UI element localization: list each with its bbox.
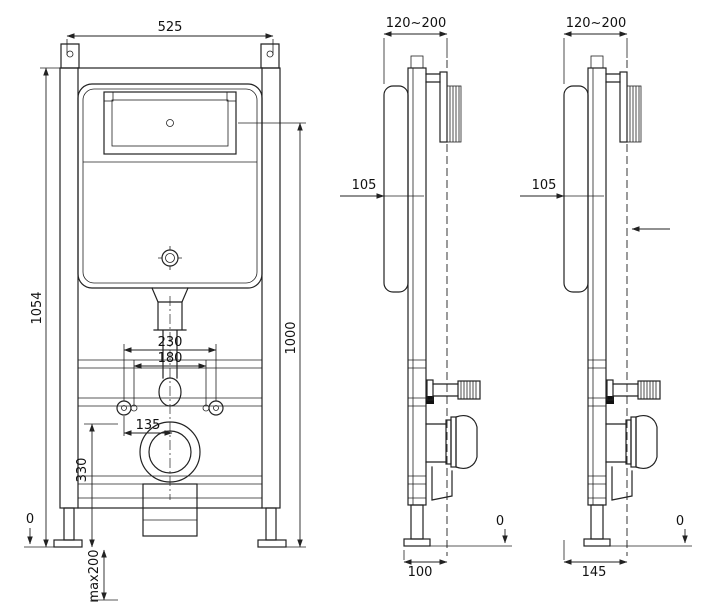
right-fixing-bolt: [208, 400, 224, 416]
front-135-dimension: 135: [136, 418, 161, 433]
water-inlet-pipe-right: [612, 383, 639, 397]
flush-valve: [161, 249, 179, 267]
pipe-connector: [158, 377, 182, 407]
front-outlet-height-dimension: 330: [75, 458, 90, 483]
waste-socket-bell-right: [635, 415, 658, 469]
right-leg: [265, 507, 277, 541]
waste-down-pipe: [431, 466, 453, 501]
flush-button: [166, 119, 174, 127]
front-total-height-dimension: 1054: [30, 291, 45, 324]
side-right-105-dimension: 105: [532, 178, 557, 193]
front-width-dimension: 525: [158, 20, 183, 35]
side-left-bottom-dimension: 100: [408, 565, 433, 580]
wall-bracket: [439, 71, 448, 143]
wall-bracket-right: [619, 71, 628, 143]
left-foot-plate: [53, 539, 83, 548]
side-left-dimensions: 120~200 105 100 0: [340, 16, 508, 580]
front-dimensions: 525 1054 1000 230 180 135 330 0 max200: [24, 20, 306, 603]
waste-outlet: [139, 421, 201, 483]
side-left-foot-plate: [403, 538, 431, 547]
drain-box: [142, 483, 198, 537]
mounting-tabs: [60, 43, 280, 69]
flush-down-pipe: [153, 301, 187, 379]
front-inner-span-dimension: 180: [158, 351, 183, 366]
front-plate-height-dimension: 1000: [284, 321, 299, 354]
water-inlet-pipe: [432, 383, 459, 397]
side-right-frame: [563, 55, 692, 556]
side-view-right: 120~200 105 145 0: [520, 16, 692, 580]
side-right-wall-distance-dimension: 120~200: [566, 16, 627, 31]
side-left-105-dimension: 105: [352, 178, 377, 193]
side-right-leg: [590, 504, 604, 540]
side-right-floor-zero-label: 0: [676, 514, 684, 529]
front-outer-span-dimension: 230: [158, 335, 183, 350]
side-left-pipes: [425, 379, 481, 501]
side-left-leg: [410, 504, 424, 540]
right-foot-plate: [257, 539, 287, 548]
flush-plate: [103, 91, 237, 155]
cistern-side-profile: [383, 85, 409, 293]
left-fixing-bolt: [116, 400, 132, 416]
side-right-bottom-dimension: 145: [582, 565, 607, 580]
side-left-wall-distance-dimension: 120~200: [386, 16, 447, 31]
waste-down-pipe-right: [611, 466, 633, 501]
left-leg: [63, 507, 75, 541]
front-leg-adjust-dimension: max200: [87, 549, 102, 602]
side-right-pipes: [605, 379, 661, 501]
front-view: 525 1054 1000 230 180 135 330 0 max200: [24, 20, 306, 603]
front-floor-zero-label: 0: [26, 512, 34, 527]
cistern-front: [77, 83, 263, 289]
side-right-dimensions: 120~200 105 145 0: [520, 16, 688, 580]
front-pipes: [116, 287, 224, 537]
side-view-left: 120~200 105 100 0: [340, 16, 512, 580]
waste-socket-bell: [455, 415, 478, 469]
side-left-floor-zero-label: 0: [496, 514, 504, 529]
side-right-foot-plate: [583, 538, 611, 547]
cistern-side-profile-right: [563, 85, 589, 293]
side-left-frame: [383, 55, 512, 556]
